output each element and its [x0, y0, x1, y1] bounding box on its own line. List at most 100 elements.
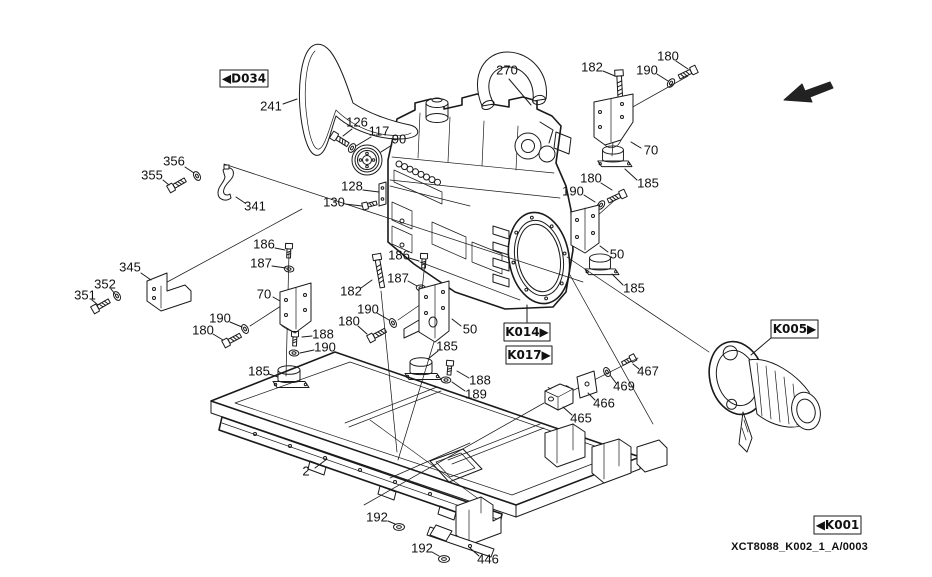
- part-number-label: 185: [436, 338, 458, 353]
- bolt-180-top: [676, 64, 699, 82]
- damper-465: [544, 383, 574, 411]
- leader-line: [344, 203, 363, 207]
- plate-466: [576, 370, 598, 399]
- part-number-label: 180: [580, 170, 602, 185]
- leader-line: [212, 333, 224, 341]
- part-number-label: 2: [302, 463, 309, 478]
- leader-line: [451, 381, 466, 392]
- mount-185-center: [404, 357, 442, 380]
- part-number-label: 187: [250, 255, 272, 270]
- leader-line: [274, 247, 286, 251]
- washer-189: [440, 376, 452, 384]
- strip-446: [426, 524, 495, 558]
- part-number-label: 70: [644, 142, 658, 157]
- leader-line: [431, 551, 440, 557]
- part-number-label: 189: [465, 386, 487, 401]
- part-number-label: 341: [244, 198, 266, 213]
- ref-box[interactable]: [219, 69, 269, 88]
- part-number-label: 50: [610, 246, 624, 261]
- bracket-70-left: [279, 282, 312, 334]
- part-number-label: 469: [613, 378, 635, 393]
- part-number-label: 126: [346, 114, 368, 129]
- part-number-label: 186: [388, 247, 410, 262]
- leader-line: [229, 321, 243, 328]
- washer-190-left-lower: [288, 349, 300, 357]
- mount-185-top-right: [597, 145, 633, 168]
- part-number-label: 446: [477, 551, 499, 566]
- leader-line: [562, 406, 573, 416]
- part-number-label: 128: [341, 178, 363, 193]
- part-number-label: 90: [392, 131, 406, 146]
- ref-box[interactable]: [813, 515, 862, 535]
- part-number-label: 190: [562, 183, 584, 198]
- pulley-90: [351, 144, 383, 176]
- leader-line: [357, 325, 368, 335]
- ref-box-label[interactable]: ◀K001: [816, 518, 860, 532]
- leader-line: [272, 296, 281, 302]
- part-number-label: 130: [323, 194, 345, 209]
- part-number-label: 117: [369, 123, 390, 138]
- ref-box-label[interactable]: K014▶: [505, 325, 549, 339]
- leader-line: [184, 166, 195, 174]
- bracket-70-top-right: [593, 93, 634, 149]
- leader-line: [600, 182, 613, 191]
- part-number-label: 351: [74, 287, 96, 302]
- bolt-188-center: [444, 359, 455, 376]
- leader-line: [427, 350, 439, 360]
- ref-box[interactable]: [770, 319, 819, 339]
- plug-192-b: [438, 555, 450, 563]
- leader-line: [656, 73, 669, 82]
- plug-192-a: [393, 523, 405, 531]
- part-number-label: 190: [357, 301, 379, 316]
- refbox-leader-line: [750, 337, 772, 356]
- leader-line: [602, 70, 616, 77]
- part-number-label: 466: [593, 395, 615, 410]
- leader-line: [611, 273, 624, 286]
- washer-190-top: [665, 76, 677, 90]
- leader-line: [355, 136, 372, 147]
- bolt-180-center: [366, 326, 388, 344]
- leader-line: [380, 144, 393, 153]
- part-number-label: 188: [312, 326, 334, 341]
- part-number-label: 186: [253, 236, 275, 251]
- leader-line: [630, 141, 642, 149]
- part-number-label: 182: [340, 283, 362, 298]
- leader-line: [91, 299, 99, 306]
- washer-356: [191, 169, 203, 183]
- part-number-label: 345: [119, 259, 141, 274]
- ref-box-label[interactable]: K017▶: [507, 348, 551, 362]
- leader-line: [110, 288, 116, 295]
- belt-241: [298, 43, 419, 156]
- ref-box-label[interactable]: K005▶: [773, 322, 817, 336]
- part-number-label: 185: [637, 175, 659, 190]
- leader-line: [632, 363, 640, 370]
- leader-line: [360, 279, 373, 289]
- leader-line: [408, 257, 420, 262]
- bolt-126: [329, 130, 351, 149]
- leader-line: [407, 280, 418, 287]
- direction-arrow-icon: [783, 81, 834, 103]
- leader-line: [268, 373, 279, 378]
- flywheel-housing: [507, 211, 571, 305]
- ref-box[interactable]: [505, 345, 553, 365]
- bolt-180-left: [221, 331, 243, 349]
- bracket-345: [146, 272, 192, 312]
- part-number-label: 352: [94, 276, 116, 291]
- part-number-label: 185: [248, 363, 270, 378]
- bracket-50-right: [570, 204, 600, 254]
- ref-box[interactable]: [503, 322, 551, 342]
- part-number-label: 465: [570, 410, 592, 425]
- plate-128-bolt-130: [361, 181, 387, 211]
- bolt-182-center: [371, 252, 388, 289]
- leader-line: [271, 265, 287, 269]
- leader-line: [508, 78, 532, 106]
- leader-line: [314, 458, 328, 469]
- leader-line: [387, 520, 396, 525]
- intake-hose-270: [477, 51, 548, 111]
- leader-line: [456, 370, 470, 379]
- ref-box-label[interactable]: ◀D034: [222, 72, 266, 86]
- leader-line: [376, 312, 390, 321]
